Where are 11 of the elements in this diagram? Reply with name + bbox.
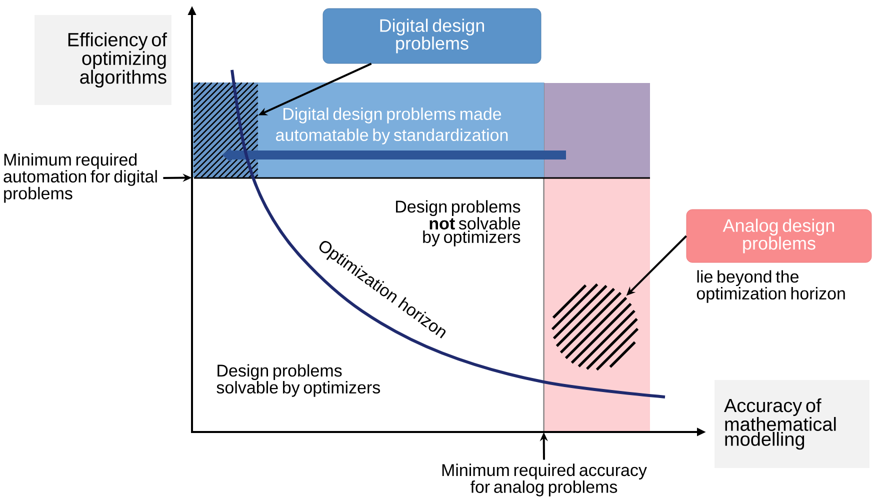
axis-label: Efficiency of optimizing algorithms (34, 15, 172, 105)
callout-box: Analog design problems (686, 209, 872, 263)
region-label: Design problems not solvable by optimizers (396, 200, 520, 246)
note-text: Minimum required automation for digital problems (4, 153, 157, 203)
hatched-circle (551, 283, 639, 371)
callout-note: lie beyond the optimization horizon (696, 270, 845, 303)
region-label: Design problems solvable by optimizers (216, 364, 380, 397)
note-text: Minimum required accuracy for analog problems (442, 464, 647, 496)
hatched-area (193, 82, 258, 178)
axis-label: Accuracy of mathematical modelling (714, 380, 870, 468)
callout-box: Digital design problems (322, 8, 542, 64)
